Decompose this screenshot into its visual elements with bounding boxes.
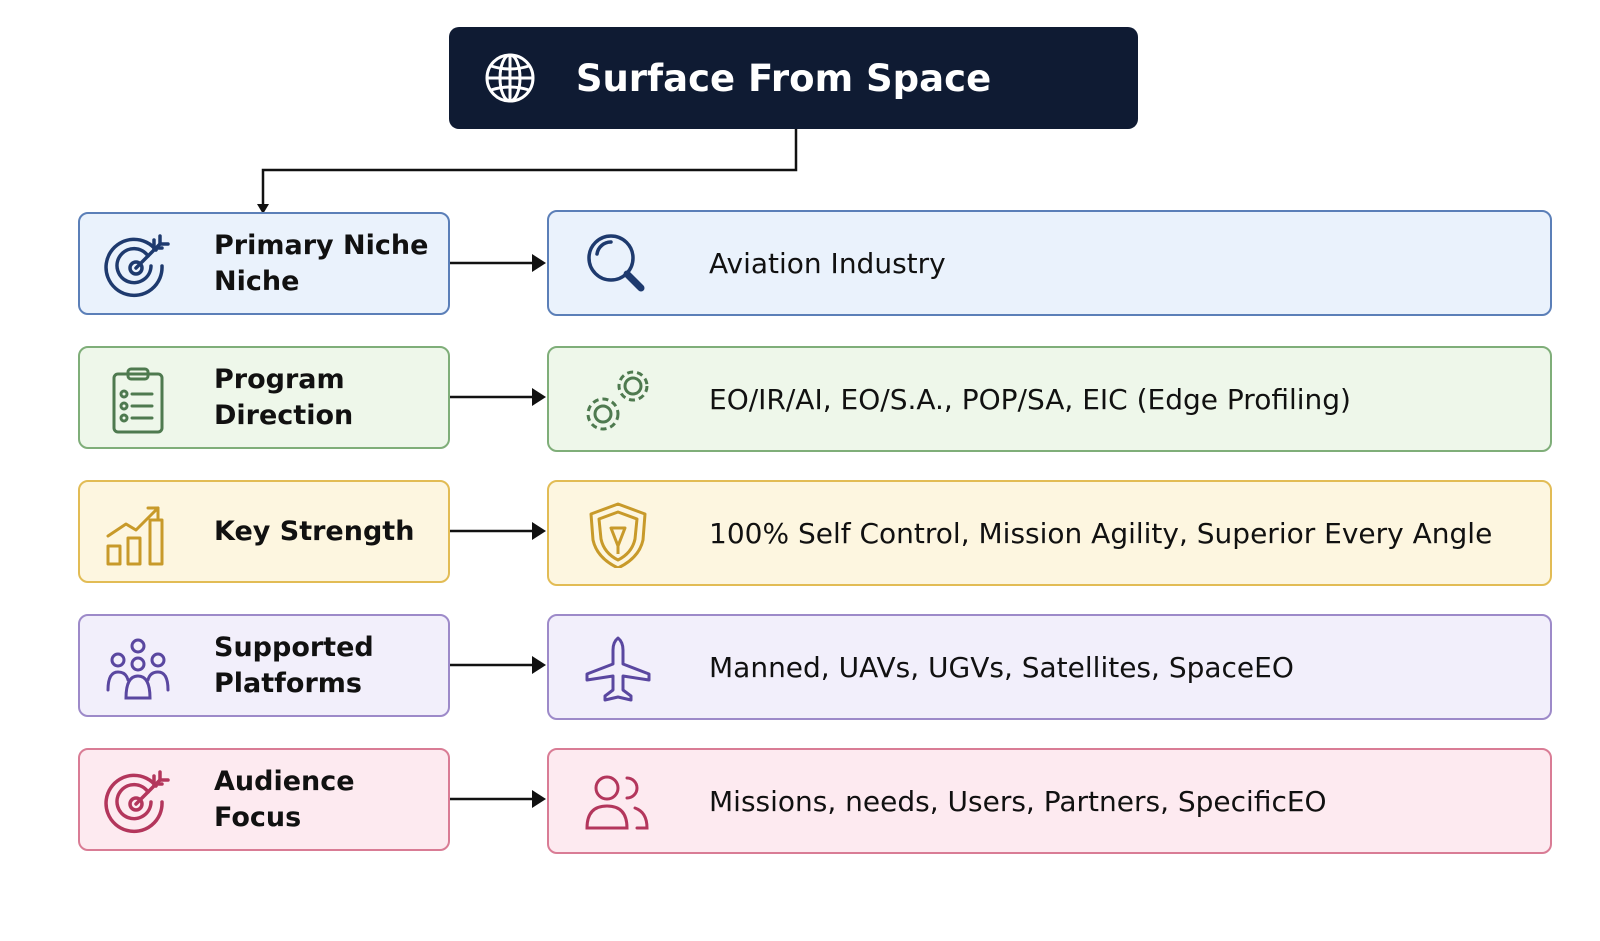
row-arrow-head bbox=[532, 522, 546, 540]
detail-value: 100% Self Control, Mission Agility, Supe… bbox=[709, 516, 1493, 550]
category-box: Program Direction bbox=[78, 346, 450, 449]
category-label: Key Strength bbox=[214, 515, 415, 547]
search-icon bbox=[583, 232, 653, 298]
detail-box: Manned, UAVs, UGVs, Satellites, SpaceEO bbox=[547, 614, 1552, 720]
users-icon bbox=[583, 770, 653, 836]
gears-icon bbox=[583, 368, 653, 434]
category-label: Primary Niche Niche bbox=[214, 229, 429, 297]
category-box: Audience Focus bbox=[78, 748, 450, 851]
category-label: Audience Focus bbox=[214, 765, 355, 833]
detail-box: Missions, needs, Users, Partners, Specif… bbox=[547, 748, 1552, 854]
detail-box: 100% Self Control, Mission Agility, Supe… bbox=[547, 480, 1552, 586]
group-icon bbox=[104, 634, 172, 702]
header-connector bbox=[261, 129, 798, 208]
detail-box: EO/IR/AI, EO/S.A., POP/SA, EIC (Edge Pro… bbox=[547, 346, 1552, 452]
diagram-title: Surface From Space bbox=[575, 56, 992, 100]
detail-value: Aviation Industry bbox=[709, 246, 946, 280]
detail-value: Missions, needs, Users, Partners, Specif… bbox=[709, 784, 1327, 818]
target-icon bbox=[104, 768, 172, 836]
row-arrow-head bbox=[532, 656, 546, 674]
title-banner: Surface From Space bbox=[449, 27, 1138, 129]
header-connector-head bbox=[257, 204, 269, 214]
globe-icon bbox=[485, 53, 535, 103]
shield-icon bbox=[583, 502, 653, 570]
detail-value: EO/IR/AI, EO/S.A., POP/SA, EIC (Edge Pro… bbox=[709, 382, 1351, 416]
clipboard-icon bbox=[104, 366, 172, 434]
airplane-icon bbox=[583, 636, 653, 702]
detail-value: Manned, UAVs, UGVs, Satellites, SpaceEO bbox=[709, 650, 1294, 684]
category-box: Primary Niche Niche bbox=[78, 212, 450, 315]
growth-chart-icon bbox=[104, 500, 172, 568]
category-label: Program Direction bbox=[214, 363, 354, 431]
category-box: Key Strength bbox=[78, 480, 450, 583]
row-arrow-head bbox=[532, 388, 546, 406]
category-box: Supported Platforms bbox=[78, 614, 450, 717]
category-label: Supported Platforms bbox=[214, 631, 374, 699]
row-arrow-head bbox=[532, 790, 546, 808]
row-arrow-head bbox=[532, 254, 546, 272]
detail-box: Aviation Industry bbox=[547, 210, 1552, 316]
target-icon bbox=[104, 232, 172, 300]
